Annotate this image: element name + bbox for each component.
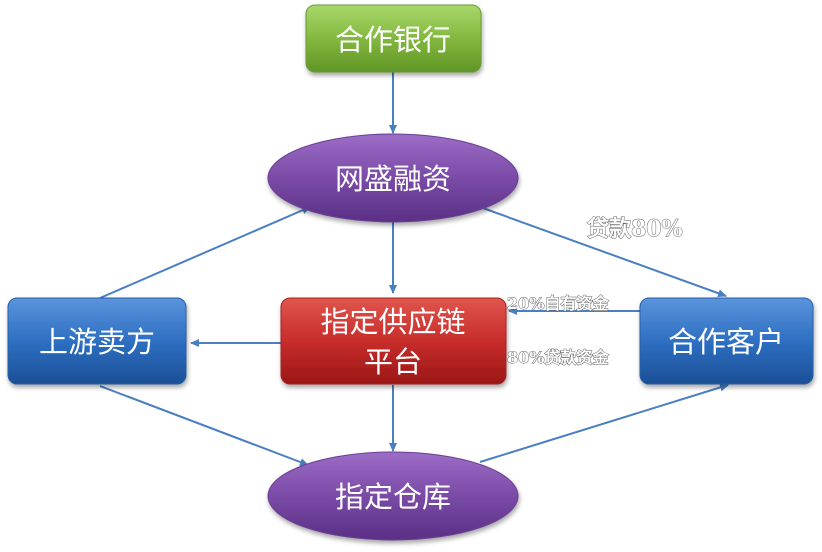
node-platform-label-line1: 指定供应链 [320, 305, 465, 339]
node-platform-label-line2: 平台 [364, 345, 422, 379]
edge-label-loan-funds: 80%贷款资金 [507, 348, 609, 367]
node-bank-label: 合作银行 [335, 23, 451, 57]
node-wangsheng [267, 133, 519, 223]
node-client [639, 297, 814, 385]
node-wangsheng-label: 网盛融资 [335, 162, 451, 196]
node-warehouse-label: 指定仓库 [335, 480, 451, 514]
node-client-label: 合作客户 [668, 325, 784, 359]
node-platform [280, 297, 507, 385]
node-seller-label: 上游卖方 [39, 325, 155, 359]
edge-seller-to-warehouse [99, 385, 309, 466]
node-warehouse [267, 451, 519, 541]
edge-label-loan: 贷款80% [587, 216, 683, 242]
node-bank [305, 4, 482, 73]
edge-seller-to-wangsheng [99, 206, 311, 299]
edges [99, 72, 729, 466]
edge-warehouse-to-client [479, 383, 729, 463]
edge-wangsheng-to-client [479, 206, 727, 298]
edge-label-own-funds: 20%自有资金 [507, 294, 609, 313]
node-seller [7, 297, 187, 385]
